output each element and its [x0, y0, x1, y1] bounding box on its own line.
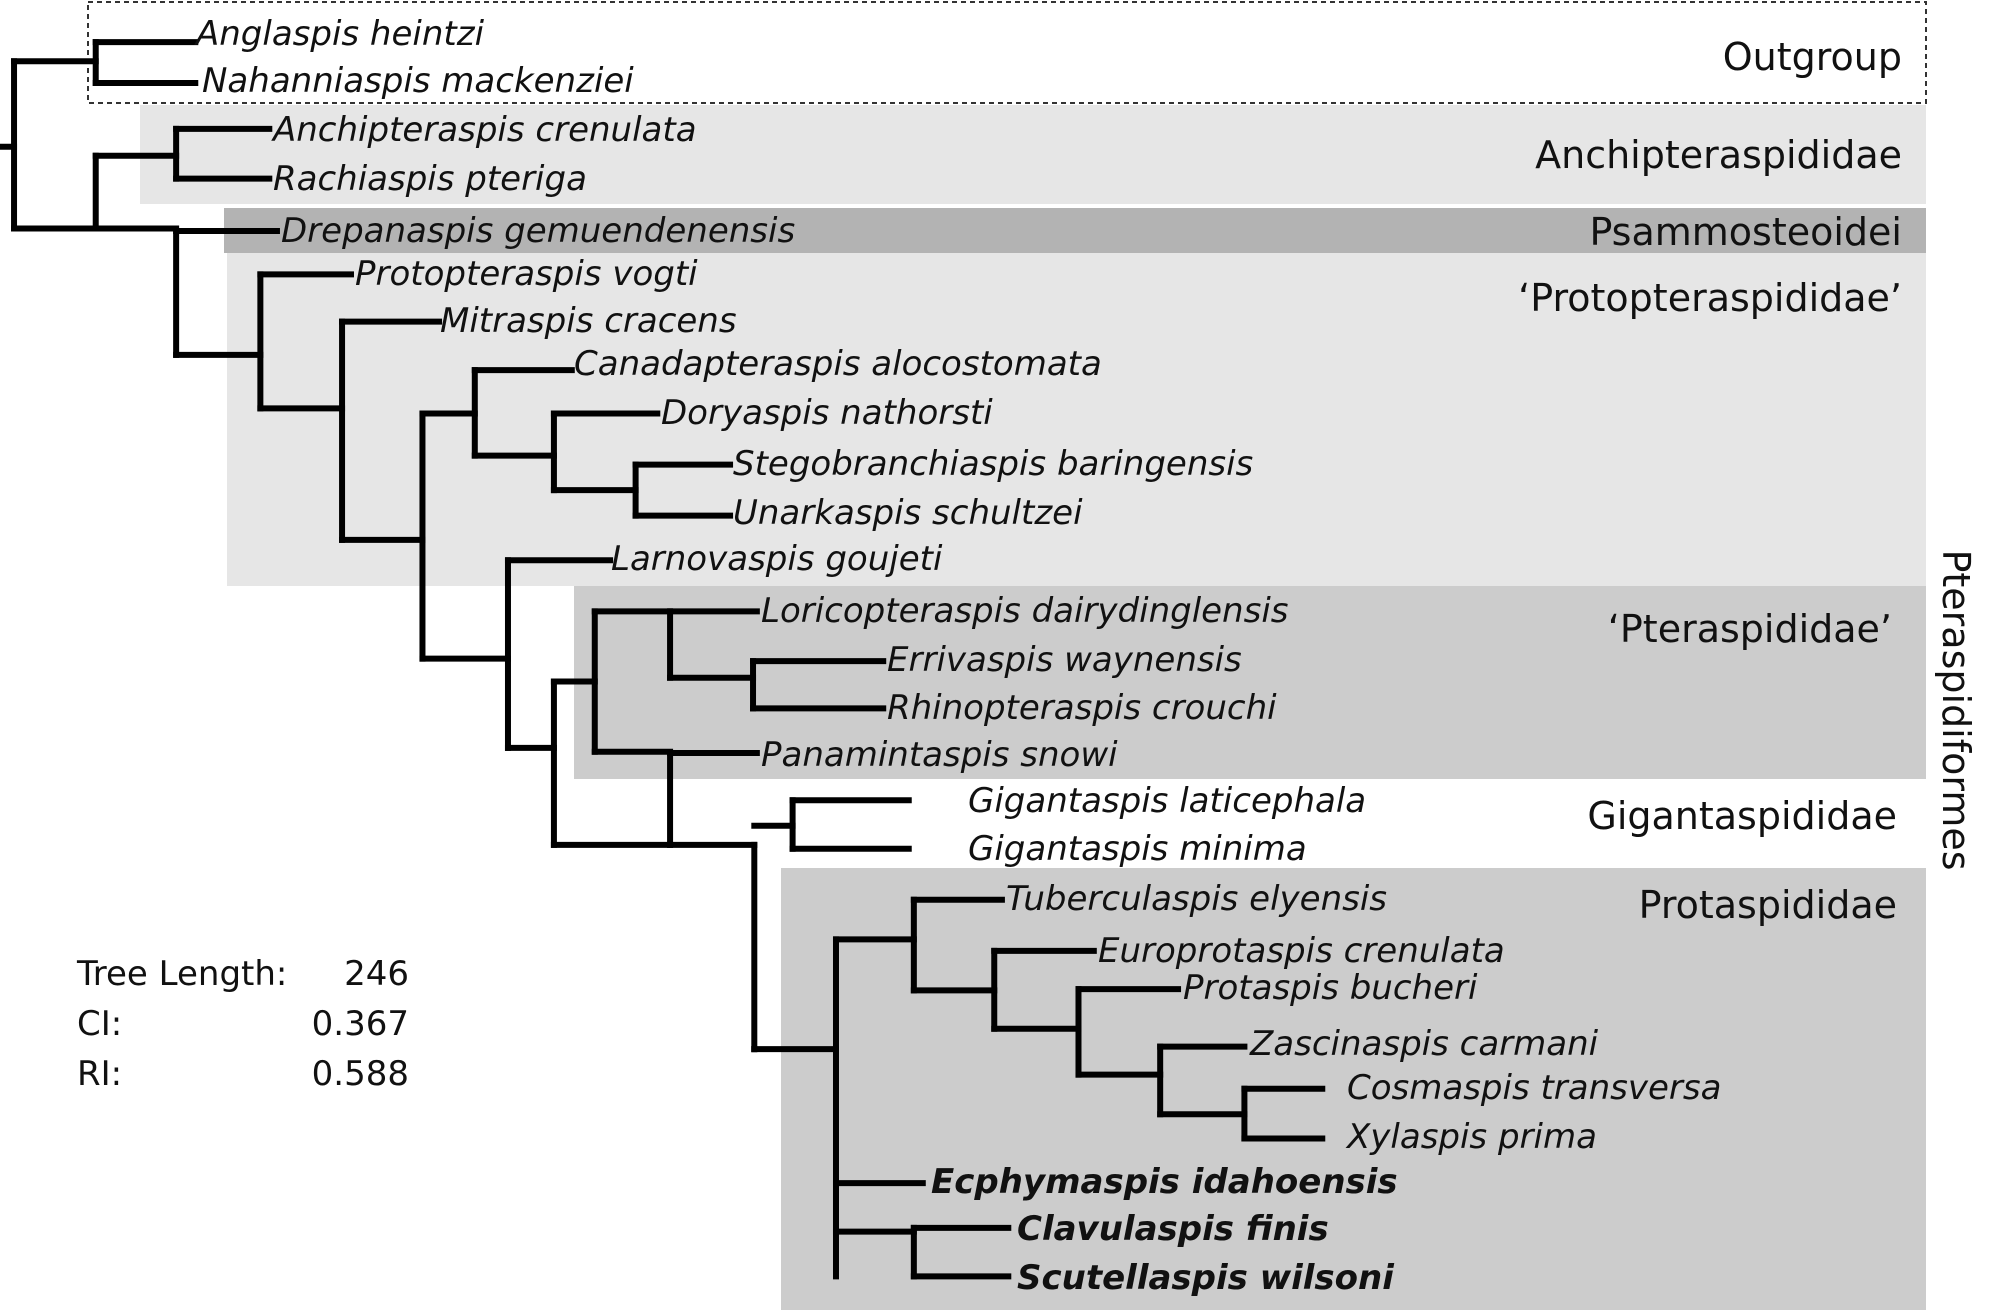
group-label-outgroup: Outgroup — [1723, 35, 1902, 79]
stat-value: 0.588 — [312, 1054, 409, 1094]
taxon-label: Stegobranchiaspis baringensis — [733, 444, 1253, 484]
taxon-label: Rachiaspis pteriga — [273, 159, 587, 199]
anchipteraspididae-box — [140, 105, 1926, 204]
taxon-label: Ecphymaspis idahoensis — [931, 1162, 1398, 1202]
group-label-protaspididae: Protaspididae — [1639, 883, 1897, 927]
taxon-label: Panamintaspis snowi — [761, 735, 1118, 775]
taxon-label: Larnovaspis goujeti — [611, 539, 943, 579]
taxon-label: Anglaspis heintzi — [194, 14, 485, 54]
protaspididae-box — [781, 868, 1926, 1310]
taxon-label: Cosmaspis transversa — [1347, 1068, 1721, 1108]
stat-label: RI: — [77, 1054, 122, 1094]
group-label-psammosteoidei: Psammosteoidei — [1589, 210, 1902, 254]
group-label-pteraspidiformes: Pteraspidiformes — [1934, 549, 1978, 870]
taxon-label: Drepanaspis gemuendenensis — [281, 211, 795, 251]
taxon-label: Doryaspis nathorsti — [661, 393, 993, 433]
taxon-label: Xylaspis prima — [1345, 1117, 1597, 1157]
taxon-label: Europrotaspis crenulata — [1098, 931, 1505, 971]
taxon-label: Gigantaspis minima — [968, 829, 1307, 869]
taxon-label: Unarkaspis schultzei — [733, 493, 1083, 533]
outgroup-box — [87, 1, 1927, 104]
taxon-label: Protopteraspis vogti — [355, 254, 698, 294]
group-label-gigantaspididae: Gigantaspididae — [1587, 794, 1897, 838]
taxon-label: Mitraspis cracens — [440, 301, 737, 341]
taxon-label: Gigantaspis laticephala — [968, 781, 1366, 821]
taxon-label: Tuberculaspis elyensis — [1006, 879, 1387, 919]
group-label-pteraspididae: ‘Pteraspididae’ — [1608, 607, 1892, 651]
psammosteoidei-box — [224, 208, 1926, 253]
pteraspididae-box — [574, 586, 1926, 779]
taxon-label: Clavulaspis finis — [1017, 1209, 1329, 1249]
taxon-label: Zascinaspis carmani — [1249, 1024, 1599, 1064]
protopteraspididae-box — [227, 208, 1926, 586]
taxon-label: Loricopteraspis dairydinglensis — [761, 591, 1288, 631]
stat-value: 246 — [344, 954, 409, 994]
taxon-label: Rhinopteraspis crouchi — [887, 688, 1277, 728]
taxon-label: Nahanniaspis mackenziei — [202, 61, 634, 101]
taxon-label: Scutellaspis wilsoni — [1017, 1258, 1395, 1298]
taxon-label: Protaspis bucheri — [1183, 968, 1478, 1008]
group-label-anchipteraspididae: Anchipteraspididae — [1535, 133, 1902, 177]
taxon-label: Canadapteraspis alocostomata — [574, 344, 1102, 384]
stat-value: 0.367 — [312, 1004, 409, 1044]
stat-label: Tree Length: — [76, 954, 287, 994]
group-label-protopteraspididae: ‘Protopteraspididae’ — [1518, 276, 1902, 320]
taxon-label: Anchipteraspis crenulata — [271, 110, 697, 150]
taxon-label: Errivaspis waynensis — [887, 640, 1242, 680]
stat-label: CI: — [77, 1004, 122, 1044]
